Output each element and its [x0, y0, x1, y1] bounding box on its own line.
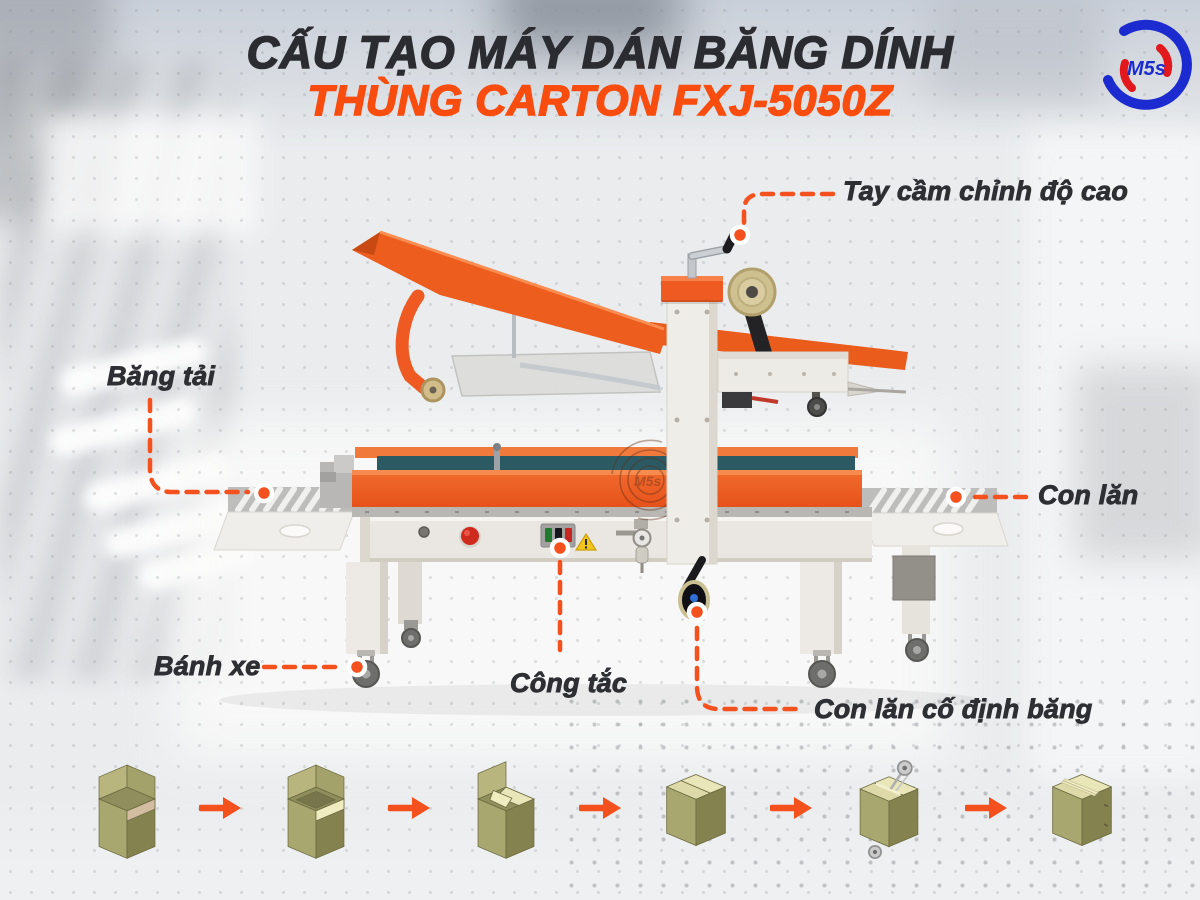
- carton-sealed-icon: [1042, 769, 1122, 851]
- top-rail: [355, 443, 858, 472]
- caster-wheel-front-right: [808, 650, 836, 688]
- callout-dot-con-lan-co-dinh: [686, 601, 708, 623]
- callout-label-tay-cam: Tay cầm chỉnh độ cao: [843, 176, 1129, 207]
- conveyor-body: [352, 470, 872, 517]
- callout-label-banh-xe: Bánh xe: [154, 651, 261, 682]
- arrow-right-icon: [198, 794, 243, 827]
- beam-guide-wheel: [807, 392, 827, 417]
- callout-dot-bang-tai: [253, 482, 275, 504]
- m5s-logo: M5s: [1103, 19, 1192, 110]
- callout-dot-banh-xe: [346, 656, 368, 678]
- page-title: CẤU TẠO MÁY DÁN BĂNG DÍNH THÙNG CARTON F…: [0, 27, 1200, 125]
- callout-line-bang-tai: [147, 397, 251, 495]
- column-cap: [661, 276, 723, 302]
- height-crank-handle: [687, 226, 741, 279]
- callout-lines: [147, 191, 1029, 712]
- callout-label-con-lan-co-dinh: Con lăn cố định băng: [814, 694, 1093, 725]
- emergency-button: [459, 526, 481, 548]
- arrow-right-icon: [386, 794, 432, 827]
- motor-box: [892, 555, 936, 601]
- flap-folding-tray: [451, 351, 661, 397]
- svg-text:M5s: M5s: [634, 473, 661, 489]
- taping-beam: [717, 351, 907, 417]
- arrow-right-icon: [963, 794, 1009, 827]
- callout-dot-cong-tac: [549, 537, 571, 559]
- tape-applicator: [722, 392, 752, 408]
- title-line-1: CẤU TẠO MÁY DÁN BĂNG DÍNH: [246, 27, 954, 78]
- callout-label-cong-tac: Công tắc: [510, 668, 628, 699]
- callout-label-con-lan: Con lăn: [1038, 480, 1139, 511]
- callout-line-con-lan-co-dinh: [694, 625, 803, 712]
- carton-open-flaps-up-icon: [88, 760, 166, 860]
- callout-dots: [253, 224, 967, 678]
- carton-side-flaps-folding-icon: [466, 760, 546, 860]
- arrow-right-icon: [577, 794, 623, 827]
- arrow-right-icon: [768, 794, 814, 827]
- machine-legs: [346, 546, 936, 688]
- switch-panel: [540, 523, 576, 548]
- chute-support-arm: [395, 289, 446, 403]
- caster-wheel-far-right: [905, 634, 929, 662]
- title-line-2: THÙNG CARTON FXJ-5050Z: [307, 76, 893, 125]
- logo-red-arc: [1156, 44, 1173, 77]
- machine-base: [360, 517, 872, 573]
- tape-roll: [727, 267, 777, 356]
- carton-closed-icon: [656, 769, 736, 851]
- callout-dot-tay-cam: [729, 224, 751, 246]
- tray-guide-rod: [519, 362, 661, 391]
- carton-taping-icon: [847, 757, 931, 863]
- callout-line-tay-cam: [741, 191, 836, 227]
- tape-dispenser-icon: [868, 760, 913, 859]
- vertical-column: [661, 276, 723, 565]
- logo-red-arc: [1119, 59, 1136, 92]
- infeed-step: [320, 455, 354, 508]
- power-knob: [418, 526, 430, 538]
- machine-watermark: M5s: [611, 439, 689, 521]
- callout-dot-con-lan: [945, 486, 967, 508]
- logo-blue-swirl: [1103, 19, 1192, 110]
- warning-sticker: [574, 532, 598, 551]
- caster-wheel: [401, 620, 421, 648]
- air-regulator: [616, 519, 652, 573]
- callout-label-bang-tai: Băng tải: [107, 361, 216, 392]
- sealing-process-row: [88, 740, 1122, 880]
- inclined-chute: [352, 230, 668, 354]
- logo-text: M5s: [1127, 58, 1166, 80]
- carton-inner-flaps-folded-icon: [277, 760, 355, 860]
